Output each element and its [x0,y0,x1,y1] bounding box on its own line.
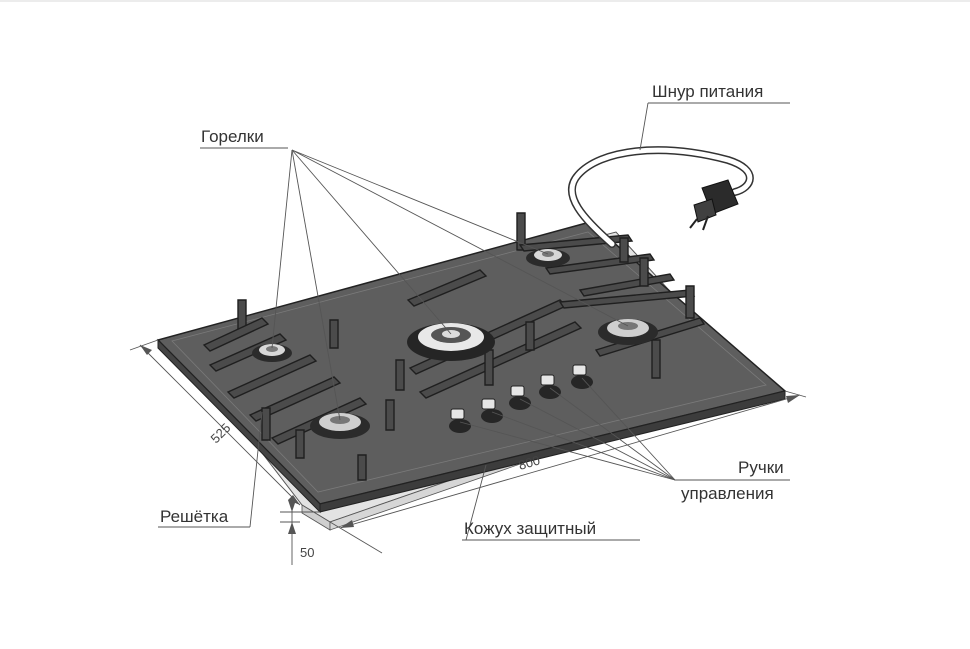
burner-back-right [526,249,570,267]
leader-line-cover [462,464,640,541]
leader-lines-burners [200,147,629,421]
control-knob-4 [539,374,561,399]
dimension-height-label: 50 [300,545,314,560]
dimension-height-line [280,500,320,565]
plug-icon [689,179,739,231]
burner-back-left [252,344,292,362]
leader-line-grate [158,411,263,528]
dimension-width-line [329,390,807,554]
leader-lines-knobs [459,377,790,481]
glass-top [156,221,787,514]
control-knob-2 [481,398,503,423]
top-border [0,0,970,2]
label-grate: Решётка [160,507,229,526]
label-control-knobs-line1: Ручки [738,458,784,477]
grate-left [202,299,395,481]
label-control-knobs-line2: управления [681,484,774,503]
control-knob-3 [509,385,531,410]
dimension-width-label: 800 [517,452,542,472]
dimension-depth-label: 525 [208,420,234,446]
control-knob-1 [449,408,471,433]
label-protective-cover: Кожух защитный [464,519,596,538]
burner-front-left [310,413,370,439]
leader-line-power-cord [639,102,790,151]
label-burners: Горелки [201,127,264,146]
burner-center-wok [407,323,495,361]
control-knobs [449,364,593,433]
label-power-cord: Шнур питания [652,82,763,101]
control-knob-5 [571,364,593,389]
power-cord [568,146,754,248]
burner-front-right [598,319,658,345]
